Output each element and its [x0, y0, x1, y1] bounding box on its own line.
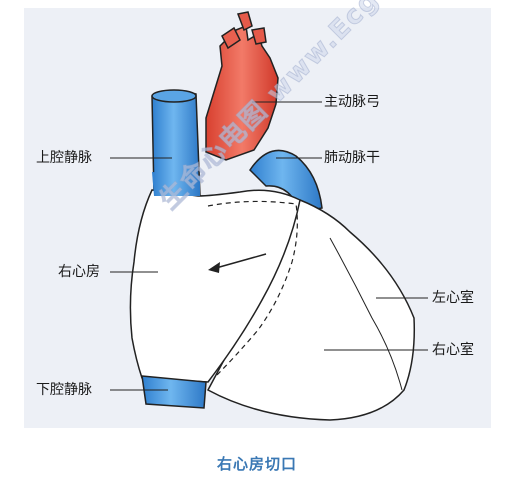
- direction-arrow: [208, 253, 267, 273]
- superior-vena-cava: [151, 89, 201, 197]
- inferior-vena-cava: [141, 375, 207, 409]
- figure-caption: 右心房切口: [216, 455, 297, 473]
- aortic-arch: [205, 11, 279, 161]
- label-aortic-arch: 主动脉弓: [324, 94, 380, 110]
- label-right-ventricle: 右心室: [432, 342, 474, 358]
- ventricles: [206, 199, 416, 421]
- label-superior-vena-cava: 上腔静脉: [36, 150, 92, 166]
- leader-lines: [110, 101, 428, 391]
- label-pulmonary-trunk: 肺动脉干: [324, 150, 380, 166]
- label-left-ventricle: 左心室: [432, 290, 474, 306]
- label-inferior-vena-cava: 下腔静脉: [36, 382, 92, 398]
- label-right-atrium: 右心房: [58, 264, 100, 280]
- incision-line: [207, 200, 298, 379]
- pulmonary-trunk: [249, 149, 323, 213]
